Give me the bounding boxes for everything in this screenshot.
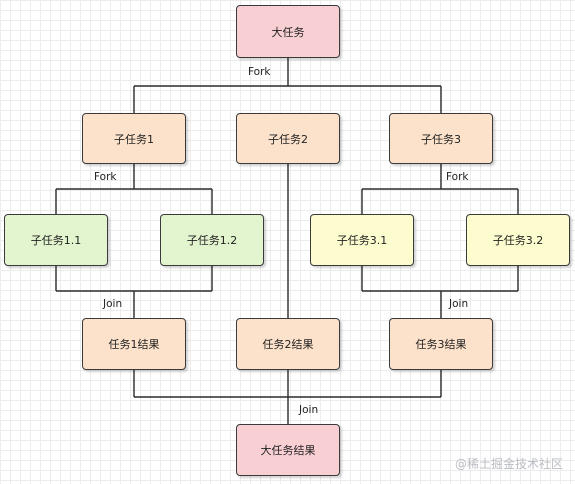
label-fork-root: Fork [248,66,271,78]
node-root-task: 大任务 [236,5,340,58]
node-subtask-3-2: 子任务3.2 [466,214,570,266]
node-result-3: 任务3结果 [389,318,493,370]
label-fork-subtask-1: Fork [94,171,117,183]
label-fork-subtask-3: Fork [446,171,469,183]
node-subtask-1-1: 子任务1.1 [4,214,108,266]
label-join-subtask-3: Join [449,298,469,310]
node-final-result: 大任务结果 [236,424,340,476]
node-subtask-1: 子任务1 [82,113,186,164]
node-subtask-3-1: 子任务3.1 [310,214,414,266]
label-join-final: Join [299,404,319,416]
label-join-subtask-1: Join [103,298,123,310]
node-subtask-3: 子任务3 [389,113,493,164]
node-result-1: 任务1结果 [82,318,186,370]
watermark: @稀土掘金技术社区 [454,457,563,471]
node-subtask-2: 子任务2 [236,113,340,164]
node-result-2: 任务2结果 [236,318,340,370]
node-subtask-1-2: 子任务1.2 [160,214,264,266]
